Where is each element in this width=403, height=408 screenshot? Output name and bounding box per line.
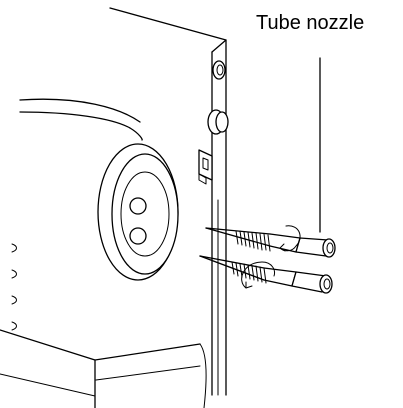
lower-nozzle-thread [231,261,267,284]
tube-nozzle-callout-label: Tube nozzle [256,12,365,34]
lower-tube-nozzle [199,255,333,294]
vent-slots [11,243,17,331]
front-port [97,143,179,281]
upper-tube-nozzle [205,225,336,258]
instrument-housing [0,7,227,408]
upper-nozzle-thread [235,230,271,252]
side-panel-fittings [198,60,229,185]
